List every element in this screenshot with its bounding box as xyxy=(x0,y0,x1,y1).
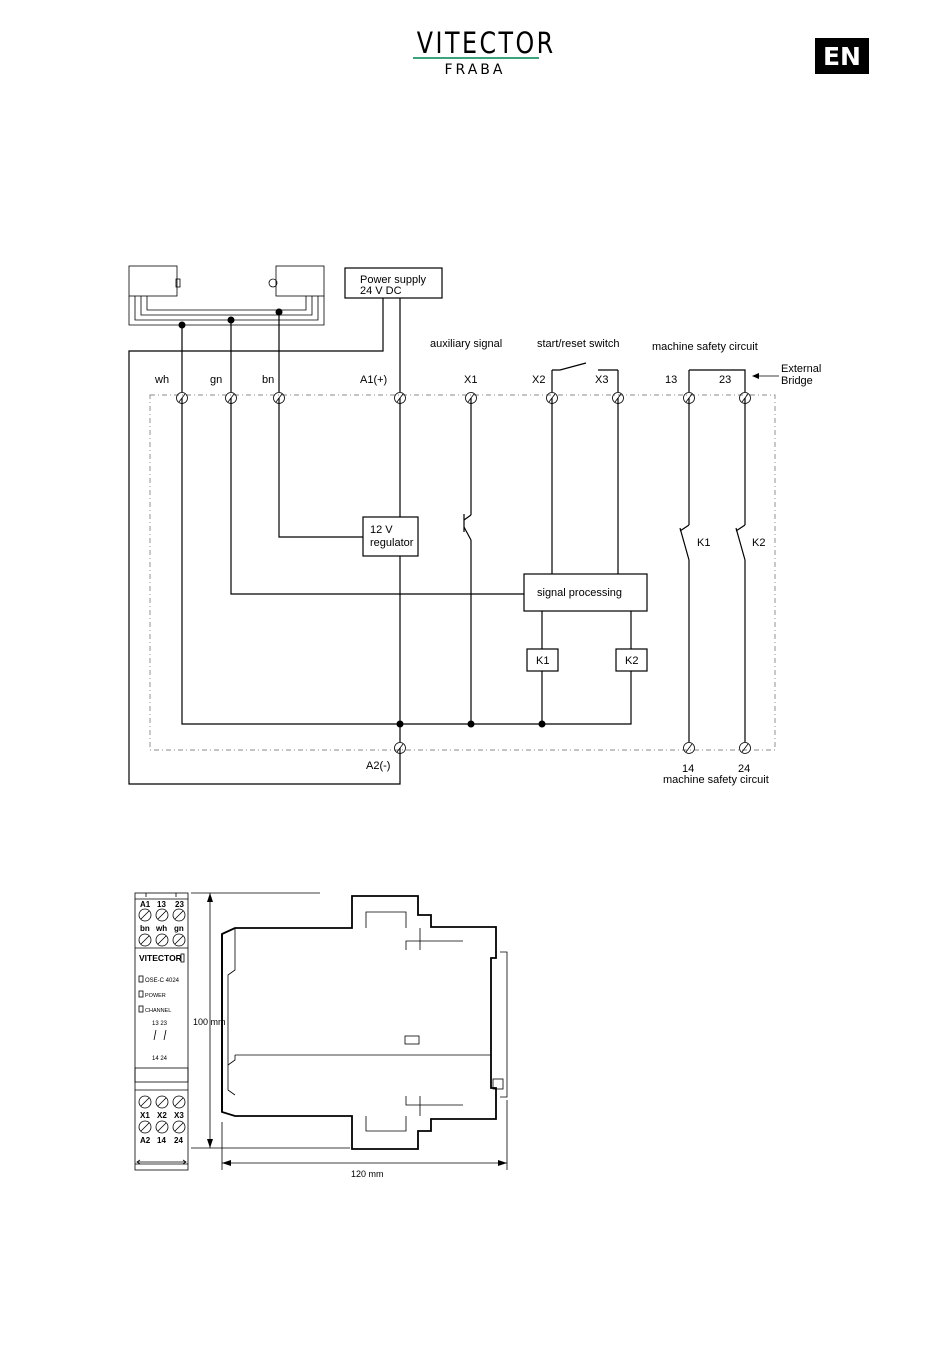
terminal-label-a1: A1(+) xyxy=(360,374,387,386)
side-view xyxy=(221,895,508,1150)
language-badge: EN xyxy=(815,38,869,74)
contact-k1-label: K1 xyxy=(697,537,710,549)
vitector-logo: VITECTOR xyxy=(416,26,556,60)
front-led-channel: CHANNEL xyxy=(145,1008,171,1014)
height-dimension: 100 mm xyxy=(191,892,350,1149)
signal-processing-label: signal processing xyxy=(537,587,622,599)
power-supply-voltage: 24 V DC xyxy=(360,285,402,297)
width-dimension-label: 120 mm xyxy=(351,1169,384,1179)
start-reset-switch-label: start/reset switch xyxy=(537,338,620,350)
height-dimension-label: 100 mm xyxy=(193,1017,226,1027)
external-bridge-label: External xyxy=(781,363,821,375)
front-label-x1: X1 xyxy=(140,1111,150,1120)
power-supply-label: Power supply xyxy=(360,274,427,286)
width-dimension: 120 mm xyxy=(221,1100,508,1179)
front-contact-top: 13 23 xyxy=(152,1021,168,1027)
front-label-24: 24 xyxy=(174,1136,183,1145)
junction-dot xyxy=(396,720,404,728)
terminal-label-gn: gn xyxy=(210,374,222,386)
module-outline xyxy=(149,394,776,751)
front-view: A1 13 23 bn wh gn VITECTOR OSE-C 4024 PO… xyxy=(134,892,189,1171)
front-label-a2: A2 xyxy=(140,1136,151,1145)
front-model: OSE-C 4024 xyxy=(145,978,180,984)
front-label-a1: A1 xyxy=(140,900,151,909)
front-label-13: 13 xyxy=(157,900,166,909)
front-label-23: 23 xyxy=(175,900,184,909)
front-contact-bottom: 14 24 xyxy=(152,1056,168,1062)
terminal-label-wh: wh xyxy=(154,374,169,386)
junction-dot xyxy=(467,720,475,728)
regulator-voltage: 12 V xyxy=(370,524,393,536)
contact-k2-label: K2 xyxy=(752,537,765,549)
terminal-label-23: 23 xyxy=(719,374,731,386)
terminal-label-a2: A2(-) xyxy=(366,760,390,772)
auxiliary-transistor xyxy=(463,514,472,541)
terminals xyxy=(176,392,751,754)
arrow-head-icon xyxy=(752,373,759,379)
regulator-label: regulator xyxy=(370,537,414,549)
junction-dot xyxy=(538,720,546,728)
front-led-power: POWER xyxy=(145,993,166,999)
sensor-assembly xyxy=(128,265,325,329)
terminal-label-13: 13 xyxy=(665,374,677,386)
relay-k2-label: K2 xyxy=(625,655,638,667)
auxiliary-signal-label: auxiliary signal xyxy=(430,338,502,350)
terminal-label-bn: bn xyxy=(262,374,274,386)
terminal-label-x3: X3 xyxy=(595,374,608,386)
terminal-label-14: 14 xyxy=(682,763,694,775)
signal-processing-box xyxy=(523,573,648,612)
start-reset-switch-contact xyxy=(552,362,587,371)
front-label-wh: wh xyxy=(155,924,167,933)
relay-k2-coil xyxy=(615,648,648,672)
front-brand: VITECTOR xyxy=(139,953,182,963)
machine-safety-circuit-top-label: machine safety circuit xyxy=(652,341,758,353)
front-label-gn: gn xyxy=(174,924,184,933)
machine-safety-circuit-bottom-label: machine safety circuit xyxy=(663,774,769,786)
terminal-label-x2: X2 xyxy=(532,374,545,386)
front-label-x2: X2 xyxy=(157,1111,167,1120)
external-bridge-label: Bridge xyxy=(781,375,813,387)
k2-contact xyxy=(735,524,746,561)
fraba-logo: FRABA xyxy=(444,62,506,78)
relay-k1-coil xyxy=(526,648,559,672)
k1-contact xyxy=(679,524,690,561)
terminal-label-x1: X1 xyxy=(464,374,477,386)
front-label-14: 14 xyxy=(157,1136,166,1145)
front-label-bn: bn xyxy=(140,924,150,933)
logo-underline xyxy=(413,57,539,59)
relay-k1-label: K1 xyxy=(536,655,549,667)
regulator-box xyxy=(362,516,419,557)
front-label-x3: X3 xyxy=(174,1111,184,1120)
wires xyxy=(128,298,746,785)
power-supply-box xyxy=(344,267,443,299)
terminal-label-24: 24 xyxy=(738,763,750,775)
